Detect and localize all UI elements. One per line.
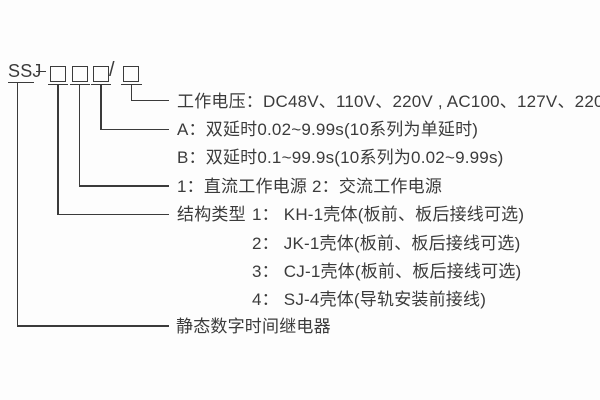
connector-vertical-box3 xyxy=(100,83,102,130)
structure-option-3: 3： CJ-1壳体(板前、板后接线可选) xyxy=(252,261,522,281)
connector-vertical-box2 xyxy=(78,83,81,187)
connector-leader-product xyxy=(16,325,169,327)
row-power-type: 1：直流工作电源 2：交流工作电源 xyxy=(177,177,443,196)
structure-option-2: 2： JK-1壳体(板前、板后接线可选) xyxy=(252,233,521,253)
model-box-voltage xyxy=(123,66,139,82)
model-box-delay-type xyxy=(93,66,109,82)
connector-tick-prefix xyxy=(7,81,34,84)
row-delay-b: B：双延时0.1~99.9s(10系列为0.02~9.99s) xyxy=(177,148,504,167)
model-box-structure-type xyxy=(50,66,66,82)
model-slash: / xyxy=(109,59,115,81)
model-prefix: SSJ xyxy=(8,61,42,81)
structure-type-label: 结构类型 xyxy=(177,205,246,224)
connector-vertical-box4 xyxy=(130,83,133,101)
product-name: 静态数字时间继电器 xyxy=(176,317,331,336)
model-box-power-type xyxy=(71,66,88,82)
connector-leader-voltage xyxy=(130,99,169,102)
model-dash xyxy=(36,70,46,73)
row-working-voltage: 工作电压：DC48V、110V、220V , AC100、127V、220V xyxy=(177,91,600,111)
connector-leader-delay xyxy=(100,128,169,131)
connector-leader-structure xyxy=(57,213,169,216)
row-delay-a: A：双延时0.02~9.99s(10系列为单延时) xyxy=(177,120,479,139)
connector-vertical-box1 xyxy=(57,83,59,215)
structure-option-1: 1： KH-1壳体(板前、板后接线可选) xyxy=(252,205,525,224)
connector-leader-power xyxy=(78,185,169,187)
structure-option-4: 4： SJ-4壳体(导轨安装前接线) xyxy=(252,289,487,309)
connector-vertical-prefix xyxy=(16,81,19,327)
